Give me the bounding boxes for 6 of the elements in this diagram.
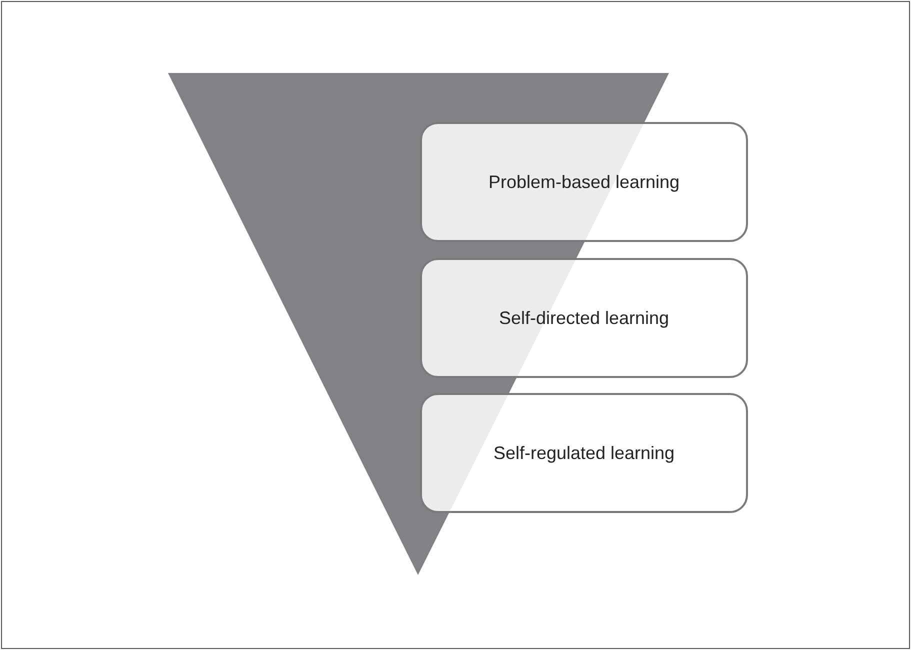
rounded-box [420, 258, 748, 378]
box-label: Problem-based learning [488, 172, 680, 192]
rounded-box [420, 122, 748, 242]
box-label: Self-directed learning [498, 308, 670, 328]
rounded-box [420, 393, 748, 513]
box-label: Self-regulated learning [493, 442, 675, 464]
